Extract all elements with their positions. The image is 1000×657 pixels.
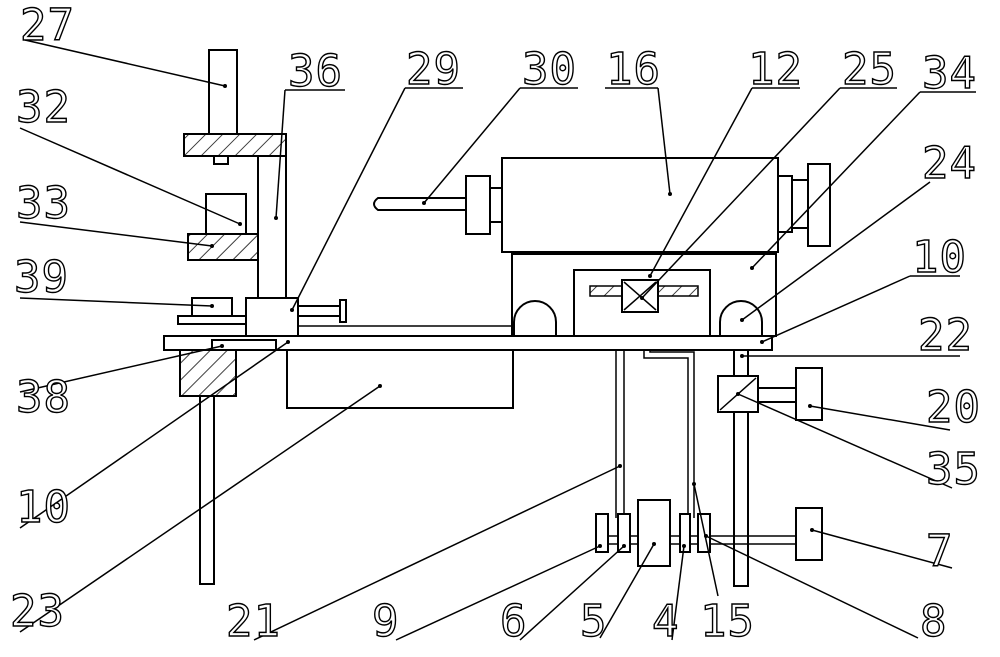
label-7: 7: [926, 526, 954, 577]
label-32: 32: [16, 82, 71, 133]
vertical-post-36: [257, 155, 287, 299]
screw-knob: [339, 299, 347, 323]
label-8: 8: [920, 596, 948, 647]
gear-9: [595, 513, 609, 553]
label-21: 21: [226, 596, 281, 647]
label-35: 35: [926, 444, 981, 495]
part-38: [211, 339, 277, 351]
chuck-flange: [465, 175, 491, 235]
label-5: 5: [580, 596, 608, 647]
spindle-housing-16: [501, 157, 779, 253]
left-leg-block: [179, 349, 237, 397]
jaw-right: [655, 285, 699, 297]
label-25: 25: [842, 44, 897, 95]
chuck-neck: [489, 187, 503, 223]
label-33: 33: [16, 178, 71, 229]
label-22: 22: [918, 310, 973, 361]
label-27: 27: [20, 0, 75, 51]
gear-4: [679, 513, 691, 553]
top-clamp-block: [183, 133, 287, 157]
rear-cap: [791, 179, 809, 229]
leader-lines: [19, 39, 976, 641]
label-9: 9: [372, 596, 400, 647]
rear-flange: [777, 175, 793, 233]
motor-7: [795, 507, 823, 561]
label-12: 12: [748, 44, 803, 95]
left-leg: [199, 395, 215, 585]
rear-pulley: [807, 163, 831, 247]
label-34: 34: [922, 48, 977, 99]
lead-screw: [297, 305, 341, 317]
camera-block-32: [205, 193, 247, 235]
gear-6: [617, 513, 631, 553]
label-10-bottom: 10: [16, 482, 71, 533]
shaft-20: [757, 387, 797, 403]
label-4: 4: [652, 596, 680, 647]
label-24: 24: [922, 138, 977, 189]
roller-left-24: [513, 300, 557, 337]
label-30: 30: [522, 44, 577, 95]
label-15: 15: [700, 596, 755, 647]
label-29: 29: [406, 44, 461, 95]
bracket-33: [187, 233, 259, 261]
label-6: 6: [500, 596, 528, 647]
label-39: 39: [14, 252, 69, 303]
reference-numerals: 27 36 29 30 16 12 25 34 32 24 33 10 39 2…: [9, 0, 981, 648]
motor-20: [795, 367, 823, 421]
label-36: 36: [288, 46, 343, 97]
label-10-top: 10: [912, 232, 967, 283]
guide-plate: [177, 315, 247, 325]
pulley-5: [637, 499, 671, 567]
label-16: 16: [606, 44, 661, 95]
slider-29: [245, 297, 299, 337]
label-23: 23: [10, 586, 65, 637]
controller-box-23: [286, 349, 514, 409]
label-20: 20: [926, 382, 981, 433]
clamp-screw: [213, 155, 229, 165]
label-38: 38: [16, 372, 71, 423]
vertical-rod-27: [208, 49, 238, 135]
tool-30: [373, 197, 467, 211]
